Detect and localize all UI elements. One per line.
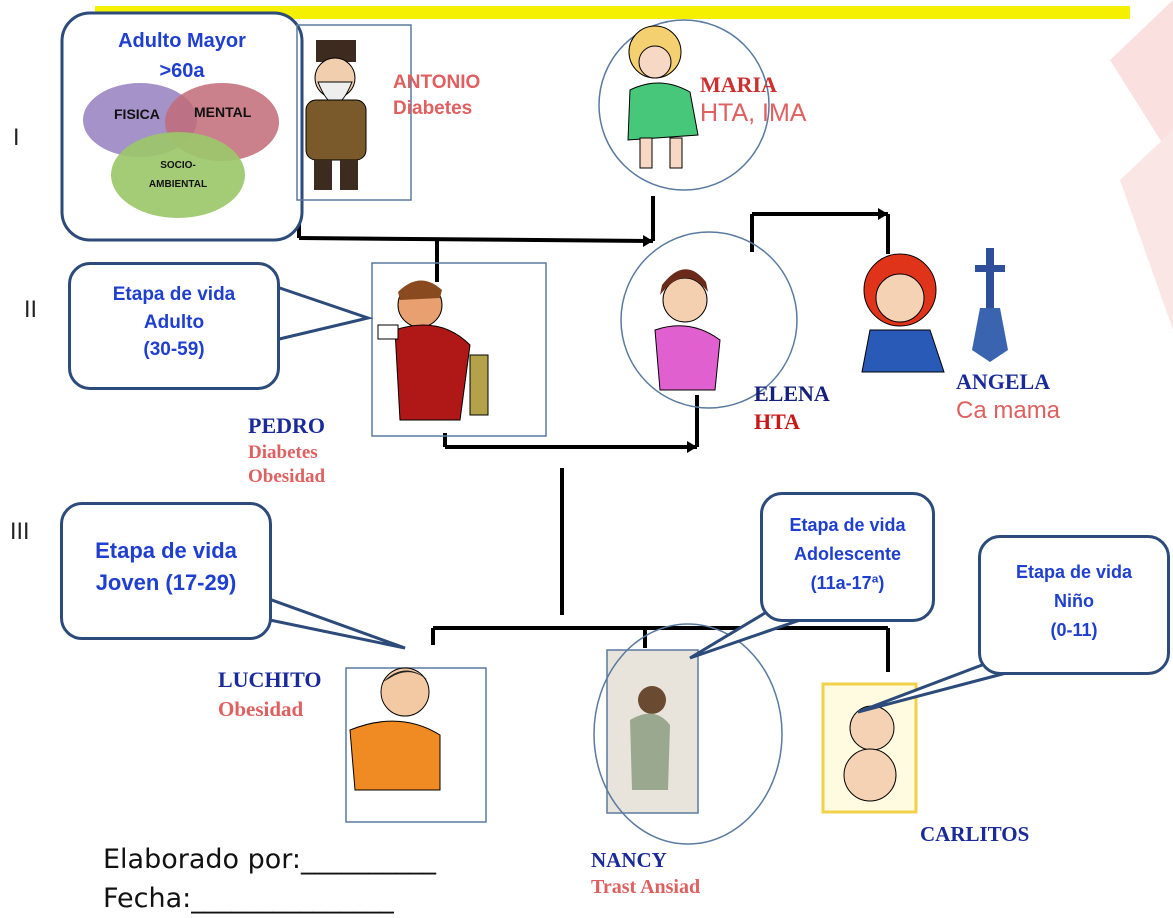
elena-label: ELENA HTA bbox=[754, 380, 830, 435]
bubble-line: Adolescente bbox=[793, 543, 902, 564]
antonio-figure bbox=[305, 40, 367, 190]
bubble-line: Etapa de vida bbox=[95, 538, 237, 563]
luchito-name: LUCHITO bbox=[218, 667, 322, 692]
luchito-label: LUCHITO Obesidad bbox=[218, 665, 322, 723]
antonio-frame bbox=[296, 24, 412, 201]
socio-ambiental-label: SOCIO- AMBIENTAL bbox=[138, 156, 218, 194]
nino-bubble: Etapa de vida Niño (0-11) bbox=[978, 535, 1170, 675]
deceased-cross-icon bbox=[972, 248, 1008, 362]
bubble-line: Etapa de vida bbox=[1015, 562, 1133, 582]
watermark-shape bbox=[1110, 0, 1173, 160]
generation-label-ii: II bbox=[24, 298, 37, 323]
joven-bubble: Etapa de vida Joven (17-29) bbox=[60, 502, 272, 640]
generation-label-i: I bbox=[13, 126, 20, 151]
carlitos-figure bbox=[843, 705, 897, 802]
pedro-label: PEDRO Diabetes Obesidad bbox=[248, 412, 325, 490]
elena-circle bbox=[620, 231, 798, 409]
angela-label: ANGELA Ca mama bbox=[956, 368, 1060, 426]
mental-label: MENTAL bbox=[194, 104, 252, 120]
pedro-frame bbox=[371, 262, 547, 437]
pedro-condition-2: Obesidad bbox=[248, 466, 326, 488]
angela-condition: Ca mama bbox=[956, 396, 1061, 424]
pedro-condition-1: Diabetes bbox=[248, 441, 318, 463]
maria-condition: HTA, IMA bbox=[700, 99, 807, 128]
antonio-name: ANTONIO bbox=[393, 72, 481, 93]
bubble-line: (0-11) bbox=[1050, 619, 1098, 640]
bubble-line: (30-59) bbox=[143, 339, 205, 361]
adulto-mayor-heading: Adulto Mayor >60a bbox=[62, 26, 302, 86]
pedro-figure bbox=[377, 280, 489, 421]
adulto-mayor-age: >60a bbox=[159, 60, 205, 82]
maria-circle bbox=[598, 19, 770, 191]
nancy-condition: Trast Ansiad bbox=[591, 876, 701, 899]
adulto-mayor-title: Adulto Mayor bbox=[118, 30, 246, 52]
bubble-line: Adulto bbox=[143, 311, 205, 333]
angela-name: ANGELA bbox=[956, 369, 1051, 394]
carlitos-name: CARLITOS bbox=[920, 822, 1030, 846]
elena-condition: HTA bbox=[754, 408, 801, 434]
elena-name: ELENA bbox=[754, 381, 830, 406]
bubble-line: (11a-17ª) bbox=[810, 572, 885, 593]
fecha: Fecha:_______________ bbox=[103, 883, 394, 915]
watermark-shape bbox=[1120, 130, 1173, 330]
luchito-frame bbox=[345, 667, 487, 823]
socio-ambiental-circle bbox=[111, 132, 245, 218]
adolescente-bubble: Etapa de vida Adolescente (11a-17ª) bbox=[760, 492, 935, 622]
bubble-line: Etapa de vida bbox=[789, 515, 906, 535]
socio-label-line1: SOCIO- bbox=[160, 160, 196, 171]
bubble-line: Etapa de vida bbox=[112, 284, 236, 305]
nancy-name: NANCY bbox=[591, 848, 667, 872]
highlight-bar bbox=[95, 6, 1130, 19]
maria-figure bbox=[627, 25, 699, 169]
socio-label-line2: AMBIENTAL bbox=[148, 179, 208, 190]
luchito-condition: Obesidad bbox=[218, 696, 304, 721]
luchito-figure bbox=[349, 667, 441, 791]
pedro-name: PEDRO bbox=[248, 413, 325, 438]
nancy-figure bbox=[630, 686, 670, 790]
nancy-label: NANCY Trast Ansiad bbox=[591, 847, 700, 900]
generation-label-iii: III bbox=[10, 520, 30, 545]
bubble-line: Niño bbox=[1054, 590, 1094, 611]
adulto-bubble: Etapa de vida Adulto (30-59) bbox=[68, 262, 280, 390]
nancy-circle bbox=[593, 623, 783, 845]
footer: Elaborado por:__________ Fecha:_________… bbox=[103, 840, 436, 918]
angela-figure bbox=[861, 253, 945, 373]
maria-label: MARIA HTA, IMA bbox=[700, 72, 806, 128]
adulto-bubble-tail bbox=[263, 280, 374, 342]
antonio-label: ANTONIO Diabetes bbox=[393, 70, 480, 121]
fisica-label: FISICA bbox=[114, 106, 160, 122]
antonio-condition: Diabetes bbox=[393, 97, 473, 119]
bubble-line: Joven (17-29) bbox=[95, 569, 237, 595]
elena-figure bbox=[654, 269, 721, 391]
maria-name: MARIA bbox=[700, 72, 777, 97]
elaborado-por: Elaborado por:__________ bbox=[103, 844, 437, 875]
